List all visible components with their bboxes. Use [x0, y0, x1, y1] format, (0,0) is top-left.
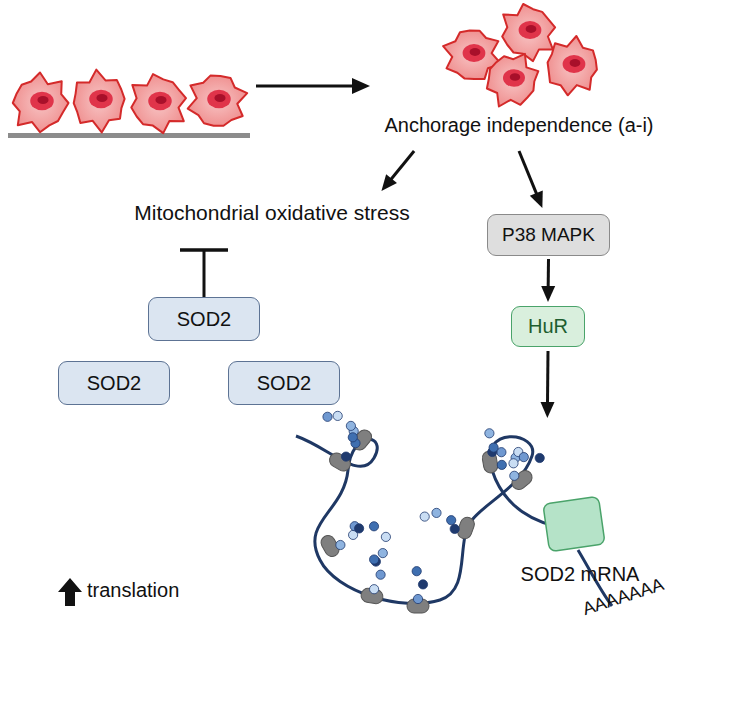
amino-acid-bead — [323, 412, 332, 421]
node-text: P38 MAPK — [502, 224, 595, 246]
cell-nucleus — [563, 55, 586, 73]
cell-nucleus — [30, 92, 54, 111]
cell-nucleus — [463, 44, 486, 62]
nascent-chains — [323, 411, 544, 603]
cell-nucleolus — [526, 25, 537, 33]
up-arrow — [58, 578, 82, 606]
protein-box: SOD2 — [228, 361, 340, 405]
connector-line — [203, 250, 206, 297]
ribosome — [509, 468, 535, 493]
node-text: Anchorage independence (a-i) — [384, 114, 653, 137]
amino-acid-bead — [509, 459, 518, 468]
amino-acid-bead — [418, 580, 427, 589]
ribosomes — [318, 427, 534, 613]
ribosome — [327, 450, 353, 473]
substrate-line — [8, 133, 250, 138]
connector-line — [389, 151, 414, 182]
connector — [541, 259, 555, 302]
connector-line — [519, 151, 538, 197]
amino-acid-bead — [485, 429, 494, 438]
arrowhead — [541, 286, 555, 302]
amino-acid-bead — [535, 453, 544, 462]
connector-line — [547, 259, 550, 290]
mrna-node: SOD2 mRNA — [512, 420, 648, 588]
connector — [180, 250, 228, 297]
arrowhead — [381, 174, 397, 191]
cell — [188, 76, 248, 126]
amino-acid-bead — [376, 570, 385, 579]
amino-acid-bead — [497, 460, 506, 469]
amino-acid-bead — [370, 555, 379, 564]
node-text: SOD2 — [257, 372, 311, 395]
amino-acid-bead — [519, 453, 528, 462]
cells — [13, 4, 597, 133]
protein-box: SOD2 — [58, 361, 170, 405]
stress-label: Mitochondrial oxidative stress — [120, 197, 424, 230]
cell-nucleus — [519, 21, 542, 39]
amino-acid-bead — [413, 594, 422, 603]
connector — [541, 351, 555, 418]
amino-acid-bead — [355, 524, 364, 533]
cell — [13, 73, 69, 133]
cell-nucleolus — [214, 94, 225, 102]
amino-acid-bead — [510, 471, 519, 480]
amino-acid-bead — [341, 452, 350, 461]
arrowhead — [530, 191, 543, 208]
amino-acid-bead — [370, 585, 379, 594]
amino-acid-bead — [432, 508, 441, 517]
hur-binding-box — [543, 496, 605, 551]
amino-acid-bead — [381, 532, 390, 541]
amino-acid-bead — [378, 549, 387, 558]
cell-nucleolus — [510, 73, 520, 81]
amino-acid-bead — [333, 411, 342, 420]
cell-nucleolus — [37, 96, 48, 104]
node-text: SOD2 — [87, 372, 141, 395]
cell-nucleolus — [155, 96, 166, 104]
cell-nucleolus — [570, 59, 581, 67]
cell — [131, 74, 186, 133]
connector — [519, 151, 543, 208]
rbp-box: HuR — [511, 306, 585, 347]
amino-acid-bead — [336, 540, 345, 549]
cell — [487, 54, 538, 107]
cell-nucleolus — [470, 48, 481, 56]
cell-nucleus — [503, 69, 525, 86]
cell-nucleus — [207, 90, 231, 109]
cell — [548, 36, 597, 95]
amino-acid-bead — [348, 433, 357, 442]
connector — [381, 151, 414, 191]
process-label: translation — [87, 579, 179, 602]
node-text: HuR — [528, 315, 568, 338]
amino-acid-bead — [412, 567, 421, 576]
transition-arrow — [256, 85, 356, 88]
protein-box: SOD2 — [148, 297, 260, 341]
arrowhead — [541, 402, 555, 418]
connector-line — [546, 351, 550, 406]
inhibition-bar — [180, 248, 228, 252]
amino-acid-bead — [346, 421, 355, 430]
cell-nucleus — [148, 92, 172, 111]
amino-acid-bead — [369, 522, 378, 531]
amino-acid-bead — [450, 524, 459, 533]
node-text: SOD2 — [177, 308, 231, 331]
amino-acid-bead — [420, 512, 429, 521]
cell — [74, 70, 125, 133]
amino-acid-bead — [489, 443, 498, 452]
kinase-box: P38 MAPK — [487, 214, 610, 256]
transition-arrowhead — [352, 78, 370, 94]
cell-nucleolus — [96, 94, 107, 102]
amino-acid-bead — [447, 516, 456, 525]
node-text: SOD2 mRNA — [521, 563, 640, 586]
node-text: Mitochondrial oxidative stress — [134, 201, 409, 225]
condition-label: Anchorage independence (a-i) — [381, 110, 657, 141]
cell — [502, 4, 555, 61]
cell-nucleus — [89, 90, 113, 109]
